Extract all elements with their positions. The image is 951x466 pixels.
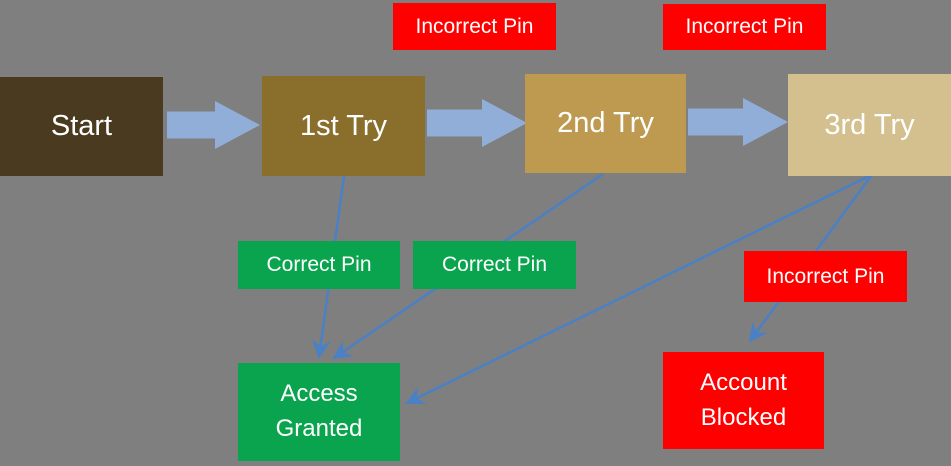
edge-label-incorrect-pin-2: Incorrect Pin (663, 4, 826, 50)
edge-label-incorrect-pin-3: Incorrect Pin (744, 251, 907, 302)
node-1st-try: 1st Try (262, 76, 425, 176)
edge-label-incorrect-pin-1: Incorrect Pin (393, 3, 556, 50)
flow-arrow-try2-to-try3 (688, 98, 788, 146)
flow-arrow-start-to-try1 (167, 101, 260, 149)
node-account-blocked: Account Blocked (663, 352, 824, 449)
edge-label-correct-pin-2: Correct Pin (413, 241, 576, 289)
flow-arrow-try1-to-try2 (427, 99, 527, 147)
node-start: Start (0, 77, 163, 176)
node-access-granted: Access Granted (238, 363, 400, 461)
node-2nd-try: 2nd Try (525, 74, 686, 173)
node-3rd-try: 3rd Try (788, 74, 951, 176)
edge-label-correct-pin-1: Correct Pin (238, 241, 400, 289)
connector-try3-to-access-granted (405, 174, 870, 405)
